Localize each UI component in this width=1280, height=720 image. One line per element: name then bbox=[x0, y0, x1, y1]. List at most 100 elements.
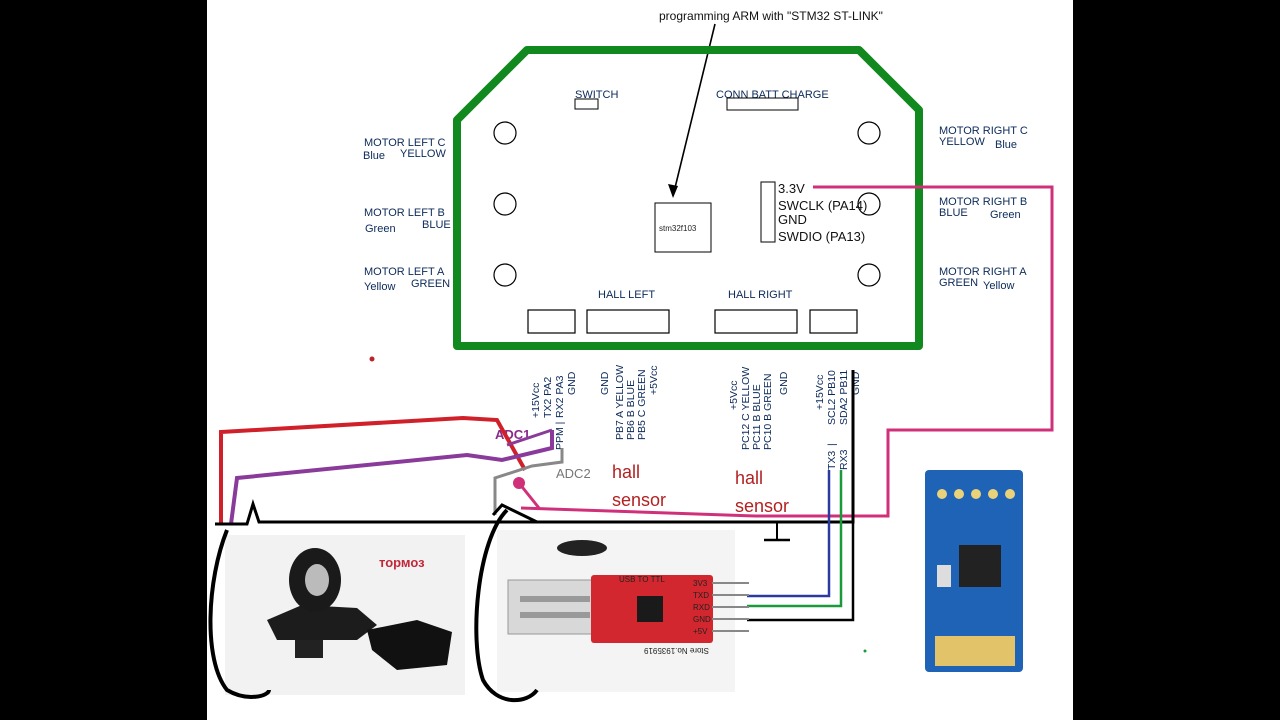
brake-lever-photo: тормоз bbox=[225, 535, 465, 695]
ground-wire bbox=[215, 370, 855, 526]
uart-pin-sda2: SDA2 PB11 bbox=[838, 370, 850, 425]
rx-wire bbox=[747, 470, 843, 608]
usb-pin-rxd: RXD bbox=[693, 603, 710, 612]
usb-ttl-chip bbox=[637, 596, 663, 622]
motor-right-c-color: YELLOW bbox=[939, 136, 985, 148]
batt-charge-connector bbox=[726, 97, 799, 111]
brake-cable-loop bbox=[208, 529, 271, 699]
hall-right-pin-pc12: PC12 C YELLOW bbox=[740, 367, 752, 450]
motor-left-a-label: MOTOR LEFT A bbox=[364, 266, 445, 278]
usb-pin-5v: +5V bbox=[693, 627, 708, 636]
motor-right-a-wire: Yellow bbox=[983, 280, 1014, 292]
brake-cable-loop-2 bbox=[474, 508, 539, 703]
adc-connector-pins: +15Vcc TX2 PA2 RX2 PA3 GND PPM | bbox=[530, 371, 578, 450]
bt-antenna bbox=[935, 636, 1015, 666]
bt-pad bbox=[937, 489, 947, 499]
hall-sensor-right-2: sensor bbox=[735, 496, 789, 516]
hall-right-label: HALL RIGHT bbox=[728, 289, 793, 301]
motor-right-a-color: GREEN bbox=[939, 277, 978, 289]
adc2-label: ADC2 bbox=[556, 466, 591, 481]
swd-header bbox=[760, 181, 776, 243]
stray-green-dot bbox=[863, 649, 867, 653]
stray-dot bbox=[369, 356, 375, 362]
wiring-diagram: programming ARM with "STM32 ST-LINK" SWI… bbox=[208, 9, 1054, 703]
swd-pin-3v3: 3.3V bbox=[778, 181, 805, 196]
motor-right-b-wire: Green bbox=[990, 209, 1021, 221]
swd-pin-gnd: GND bbox=[778, 212, 807, 227]
adc-connector bbox=[527, 309, 576, 334]
title-arrowhead bbox=[668, 184, 678, 198]
adc-pin-ppm: PPM | bbox=[554, 422, 566, 450]
motor-right-b-terminal bbox=[857, 192, 881, 216]
hall-left-pin-pb7: PB7 A YELLOW bbox=[614, 365, 626, 440]
usb-plug bbox=[507, 579, 607, 635]
adc1-pin-wire bbox=[506, 428, 553, 447]
motor-right-a-label: MOTOR RIGHT A bbox=[939, 266, 1027, 278]
mcu-label: stm32f103 bbox=[659, 224, 697, 233]
hall-right-pin-pc10: PC10 B GREEN bbox=[762, 374, 774, 450]
uart-connector bbox=[809, 309, 858, 334]
junction-dot bbox=[513, 477, 525, 489]
swd-pin-swdio: SWDIO (PA13) bbox=[778, 229, 865, 244]
adc-pin-15v: +15Vcc bbox=[530, 383, 542, 418]
usb-pin-3v3: 3V3 bbox=[693, 579, 708, 588]
motor-right-labels: MOTOR RIGHT C YELLOW Blue MOTOR RIGHT B … bbox=[939, 125, 1028, 292]
bt-pad bbox=[988, 489, 998, 499]
uart-connector-pins: +15Vcc SCL2 PB10 SDA2 PB11 GND | TX3 RX3 bbox=[814, 370, 862, 470]
usb-pin-gnd: GND bbox=[693, 615, 711, 624]
uart-pin-scl2: SCL2 PB10 bbox=[826, 370, 838, 425]
board-outline bbox=[453, 46, 923, 350]
adc2-wire bbox=[493, 448, 564, 515]
adc-pin-gnd: GND bbox=[566, 371, 578, 395]
mcu-chip bbox=[654, 202, 712, 253]
diagram-canvas: programming ARM with "STM32 ST-LINK" SWI… bbox=[207, 0, 1073, 720]
motor-left-a-wire: Yellow bbox=[364, 281, 395, 293]
motor-right-c-terminal bbox=[857, 121, 881, 145]
cable-hook bbox=[491, 503, 538, 524]
bt-chip bbox=[959, 545, 1001, 587]
usb-watermark: Store No.1935919 bbox=[644, 646, 709, 655]
motor-left-c-wire: Blue bbox=[363, 150, 385, 162]
bt-pad bbox=[971, 489, 981, 499]
hall-left-connector bbox=[586, 309, 670, 334]
motor-right-b-label: MOTOR RIGHT B bbox=[939, 196, 1027, 208]
hall-sensor-right-1: hall bbox=[735, 468, 763, 488]
hall-right-connector bbox=[714, 309, 798, 334]
bt-crystal bbox=[937, 565, 951, 587]
bluetooth-module bbox=[925, 470, 1023, 672]
hall-left-pin-pb6: PB6 B BLUE bbox=[625, 380, 637, 440]
hall-sensor-left-2: sensor bbox=[612, 490, 666, 510]
bt-pad bbox=[954, 489, 964, 499]
usb-plug-contact bbox=[520, 596, 590, 602]
diagram-title: programming ARM with "STM32 ST-LINK" bbox=[659, 9, 883, 23]
brake-pivot bbox=[295, 640, 323, 658]
bt-pad bbox=[1005, 489, 1015, 499]
hall-right-pin-pc11: PC11 B BLUE bbox=[751, 384, 763, 450]
hall-right-pin-gnd: GND bbox=[778, 371, 790, 395]
swd-3v3-wire bbox=[755, 185, 1054, 518]
hall-right-pin-5v: +5Vcc bbox=[728, 381, 740, 410]
lever-shadow bbox=[557, 540, 607, 556]
motor-left-a-color: GREEN bbox=[411, 278, 450, 290]
motor-left-c-label: MOTOR LEFT C bbox=[364, 137, 446, 149]
uart-pin-tx3: TX3 bbox=[826, 451, 838, 470]
gnd-wire-usb bbox=[747, 522, 855, 622]
hall-left-pin-pb5: PB5 C GREEN bbox=[636, 369, 648, 440]
hall-left-pin-5v: +5Vcc bbox=[648, 366, 660, 395]
pink-signal-wire bbox=[520, 506, 756, 518]
uart-pin-15v: +15Vcc bbox=[814, 375, 826, 410]
motor-left-b-color: BLUE bbox=[422, 219, 451, 231]
usb-ttl-photo: USB TO TTL 3V3 TXD RXD GND +5V Store No.… bbox=[497, 530, 749, 692]
motor-left-b-label: MOTOR LEFT B bbox=[364, 207, 445, 219]
brake-ring-hole bbox=[305, 564, 329, 596]
power-wire bbox=[219, 415, 527, 524]
uart-pin-sep: | bbox=[826, 443, 838, 446]
hall-left-label: HALL LEFT bbox=[598, 289, 655, 301]
usb-ttl-label: USB TO TTL bbox=[619, 575, 665, 584]
switch-connector bbox=[574, 98, 599, 110]
motor-left-c-color: YELLOW bbox=[400, 148, 446, 160]
brake-paddle bbox=[367, 620, 452, 670]
usb-plug-contact-2 bbox=[520, 612, 590, 618]
motor-left-a-terminal bbox=[493, 263, 517, 287]
motor-left-b-wire: Green bbox=[365, 223, 396, 235]
